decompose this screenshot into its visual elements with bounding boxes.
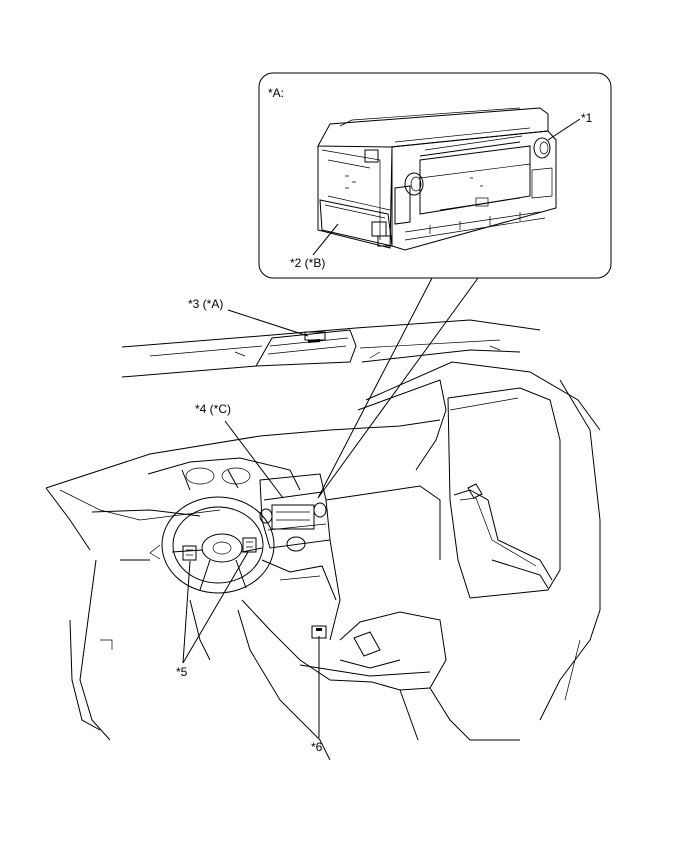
callout-3-label: *3 (*A)	[188, 297, 223, 311]
leader-line-2	[312, 223, 339, 256]
leader-line-5a	[182, 560, 191, 664]
inset-detail-a: *A:	[258, 72, 612, 279]
zoom-callout-wedge	[317, 277, 479, 499]
inset-title: *A:	[268, 86, 284, 100]
leader-line-4	[224, 420, 284, 499]
callout-5-label: *5	[176, 665, 188, 679]
vehicle-interior-drawing	[45, 319, 601, 761]
callout-2-label: *2 (*B)	[290, 256, 325, 270]
radio-receiver-unit-drawing	[317, 107, 557, 251]
center-stack-drawing	[259, 473, 331, 552]
leader-line-1	[547, 118, 581, 141]
callout-1-label: *1	[581, 111, 593, 125]
callout-6-label: *6	[311, 740, 323, 754]
steering-wheel-drawing	[161, 496, 275, 594]
callout-4-label: *4 (*C)	[195, 402, 231, 416]
leader-line-5b	[182, 551, 249, 664]
overhead-console-drawing	[255, 329, 357, 367]
leader-line-3	[227, 309, 309, 337]
inset-frame	[258, 72, 612, 279]
